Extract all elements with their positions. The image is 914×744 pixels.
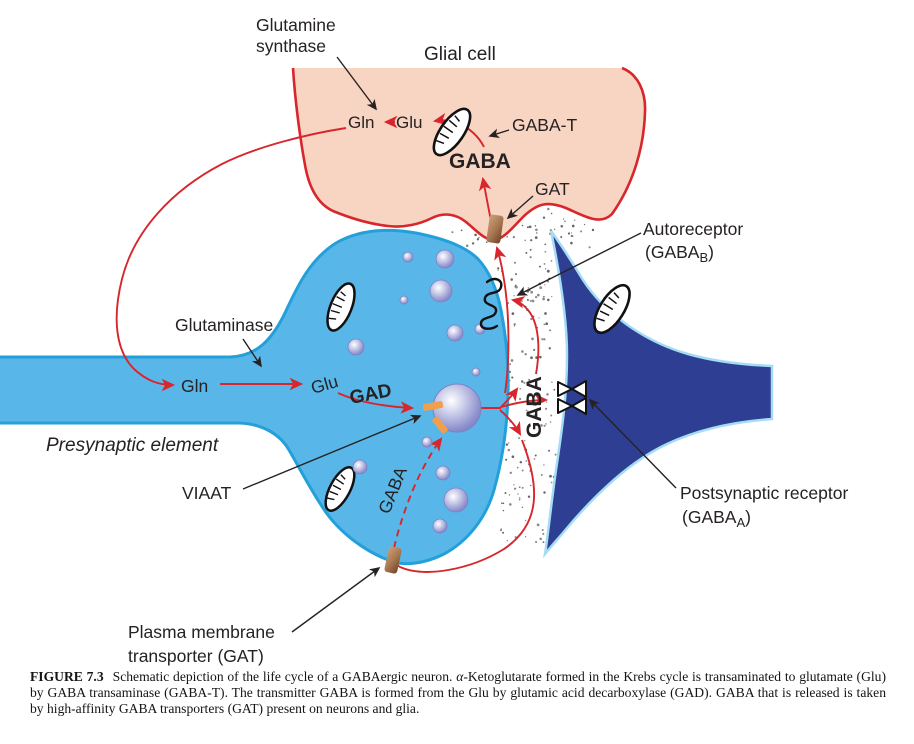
gat-transporter-plasma-membrane (384, 546, 402, 574)
viaat-pointer (242, 414, 422, 490)
glutaminase-pointer (242, 338, 262, 368)
plasma-membrane-label-line1: Plasma membrane (128, 622, 275, 642)
gat-pointer (506, 195, 534, 220)
autoreceptor-feedback-arrow (510, 296, 540, 375)
mitochondrion-bouton-lower (324, 466, 356, 512)
glu-glial-label: Glu (396, 113, 422, 132)
gln-glial-label: Gln (348, 113, 374, 132)
autoreceptor-label-line2: (GABAB) (645, 242, 714, 265)
glial-cell-membrane (291, 66, 647, 242)
mitochondrion-postsynaptic (593, 283, 631, 335)
autoreceptor-pointer (516, 232, 642, 296)
gln-axon-label: Gln (181, 376, 208, 396)
presynaptic-element-cell (0, 228, 510, 566)
gad-to-vesicle-arrow (337, 392, 415, 414)
autoreceptor-label-line1: Autoreceptor (643, 219, 743, 239)
postsynaptic-receptor-label-line1: Postsynaptic receptor (680, 483, 848, 503)
annotation-arrows (242, 56, 677, 633)
red-pathway-arrows (115, 112, 549, 573)
glutamine-synthase-pointer (336, 56, 378, 111)
viaat-label: VIAAT (182, 483, 232, 503)
gln-export-loop-arrow (115, 127, 347, 392)
mitochondrion-bouton-upper (326, 282, 356, 332)
cleft-to-gat-arrow (494, 245, 510, 394)
release-branch-to-receptor (500, 393, 549, 408)
caption-text-pre: Schematic depiction of the life cycle of… (112, 669, 457, 684)
release-branch-down (499, 409, 522, 436)
gaba-t-pointer (488, 128, 510, 139)
glial-cell (291, 66, 647, 242)
figure-caption: FIGURE 7.3 Schematic depiction of the lif… (30, 669, 886, 718)
figure-number: FIGURE 7.3 (30, 669, 104, 684)
presynaptic-element-label: Presynaptic element (46, 435, 219, 456)
caption-alpha: α (456, 669, 464, 684)
glial-cell-label: Glial cell (424, 44, 496, 65)
gaba-life-cycle-diagram: Glutamine synthase Glial cell Gln Glu GA… (0, 15, 848, 666)
gaba-t-label: GABA-T (512, 115, 577, 135)
viaat-transporter-marks (422, 401, 448, 434)
postsynaptic-receptor-shapes (557, 380, 587, 415)
postsynaptic-receptor-pointer (588, 398, 677, 489)
postsynaptic-receptor-label-line2: (GABAA) (682, 507, 751, 530)
presynaptic-body (0, 228, 510, 566)
glial-cell-body (293, 68, 646, 241)
gaba-glial-label: GABA (449, 150, 511, 173)
glutamine-synthase-label-line2: synthase (256, 36, 326, 56)
glutamine-synthase-label-line1: Glutamine (256, 15, 336, 35)
gaba-cleft-label: GABA (523, 376, 546, 438)
gat-transporter-glial (486, 214, 504, 244)
gaba-refill-dashed-arrow (393, 437, 443, 549)
plasma-transporter-pointer (291, 567, 381, 633)
mitochondrion-glial (432, 107, 472, 157)
gat-glial-label: GAT (535, 179, 570, 199)
autoreceptor-coil (479, 277, 503, 330)
glutaminase-label: Glutaminase (175, 315, 273, 335)
caption-text-post: -Ketoglutarate formed in the Krebs cycle… (30, 669, 887, 717)
plasma-membrane-label-line2: transporter (GAT) (128, 646, 264, 666)
